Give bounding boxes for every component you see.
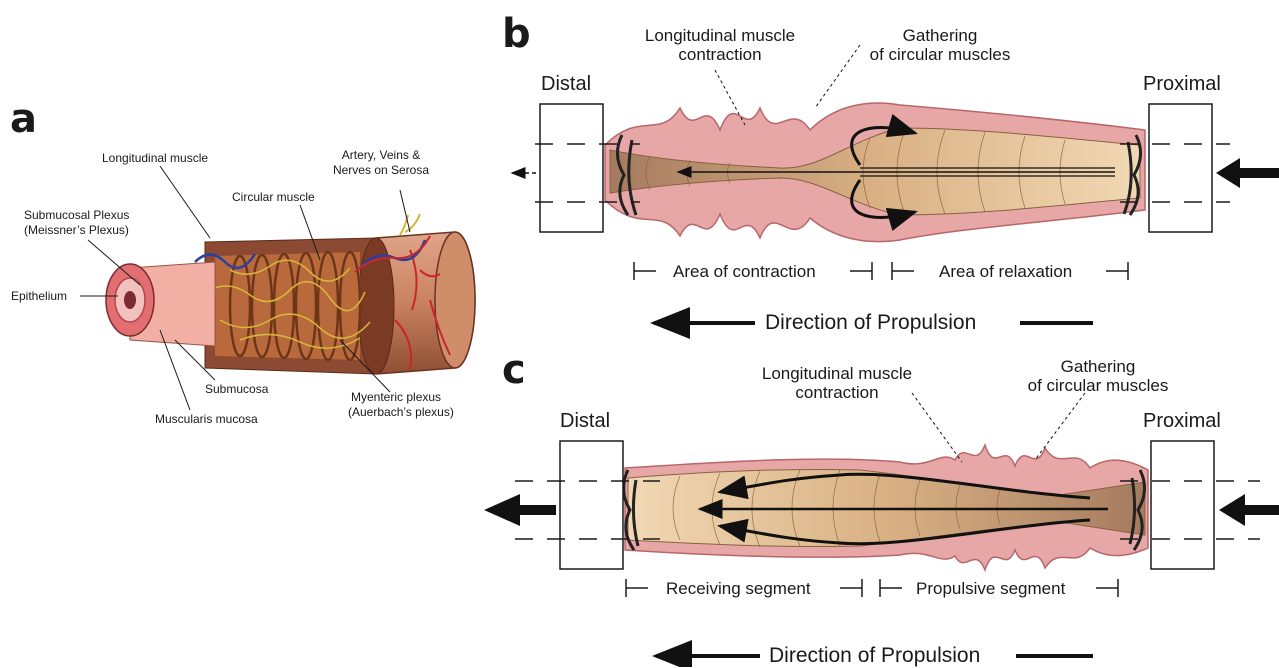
panel-c-longitudinal-label: Longitudinal muscle: [737, 364, 937, 383]
panel-c-distal-label: Distal: [560, 410, 610, 432]
label-meissners-plexus: (Meissner’s Plexus): [24, 223, 129, 237]
label-circular-muscle: Circular muscle: [232, 190, 315, 204]
panel-b-area-relaxation: Area of relaxation: [939, 262, 1072, 281]
panel-b-proximal-label: Proximal: [1143, 73, 1221, 95]
panel-b-longitudinal-label: Longitudinal muscle: [620, 26, 820, 45]
panel-b-propulsion-label: Direction of Propulsion: [765, 311, 976, 335]
panel-c-circular-label: of circular muscles: [998, 376, 1198, 395]
panel-c-contraction-label: contraction: [737, 383, 937, 402]
label-auerbachs-plexus: (Auerbach’s plexus): [348, 405, 454, 419]
gut-wall-illustration: [106, 214, 475, 374]
panel-b-gathering-label: Gathering: [840, 26, 1040, 45]
panel-a-letter: a: [10, 99, 37, 139]
label-artery-veins: Artery, Veins &: [326, 148, 436, 162]
label-nerves-serosa: Nerves on Serosa: [326, 163, 436, 177]
panel-c-proximal-label: Proximal: [1143, 410, 1221, 432]
panel-c-diagram: [484, 393, 1279, 656]
panel-c-distal-box: [560, 441, 623, 569]
panel-c-gathering-label: Gathering: [998, 357, 1198, 376]
label-myenteric-plexus: Myenteric plexus: [351, 390, 441, 404]
label-epithelium: Epithelium: [11, 289, 67, 303]
panel-b-proximal-box: [1149, 104, 1212, 232]
label-submucosal-plexus: Submucosal Plexus: [24, 208, 129, 222]
panel-b-contraction-label: contraction: [620, 45, 820, 64]
panel-c-propulsive-segment: Propulsive segment: [916, 579, 1065, 598]
serosa-end: [435, 232, 475, 368]
panel-c-letter: c: [502, 350, 526, 390]
label-muscularis-mucosa: Muscularis mucosa: [155, 412, 258, 426]
label-longitudinal-muscle: Longitudinal muscle: [102, 151, 208, 165]
panel-b-distal-box: [540, 104, 603, 232]
panel-b-area-contraction: Area of contraction: [673, 262, 816, 281]
panel-c-propulsion-label: Direction of Propulsion: [769, 644, 980, 668]
panel-c-proximal-box: [1151, 441, 1214, 569]
panel-b-circular-label: of circular muscles: [840, 45, 1040, 64]
panel-b-distal-label: Distal: [541, 73, 591, 95]
panel-c-receiving-segment: Receiving segment: [666, 579, 811, 598]
panel-b-letter: b: [502, 14, 531, 54]
label-submucosa: Submucosa: [205, 382, 268, 396]
